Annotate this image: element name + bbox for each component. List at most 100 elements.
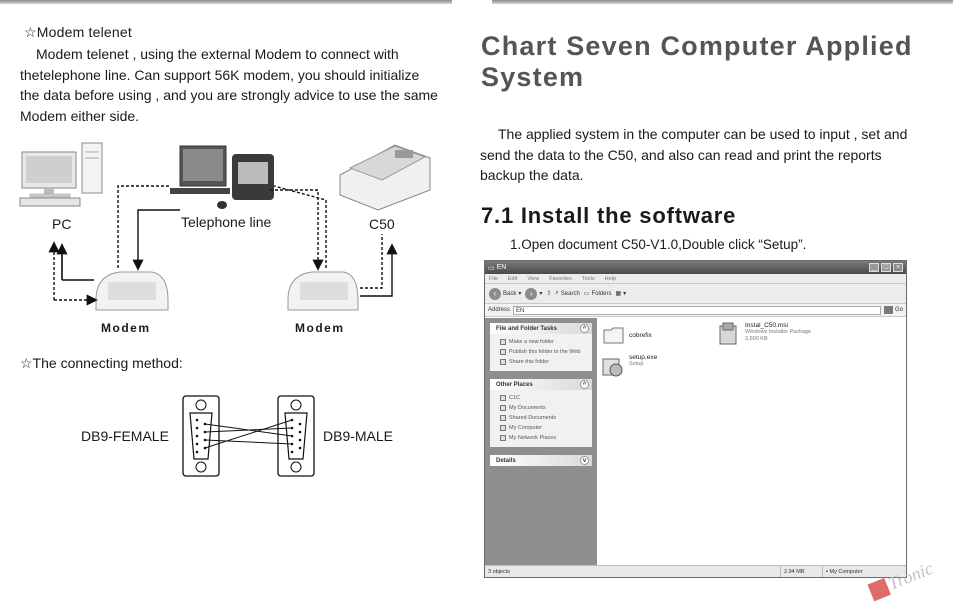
place-item[interactable]: My Documents — [500, 403, 586, 413]
file-item[interactable]: Instal_C50.msi Windows Installer Package… — [717, 322, 811, 346]
db9-male-connector — [277, 395, 315, 477]
task-item[interactable]: Make a new folder — [500, 337, 586, 347]
file-folder-tasks-header[interactable]: File and Folder Tasks ^ — [490, 323, 592, 334]
back-button[interactable]: ‹Back ▾ — [489, 287, 521, 300]
views-icon: ▦ — [615, 291, 622, 297]
folder-icon — [500, 395, 506, 401]
go-button[interactable]: Go — [883, 306, 903, 314]
chapter-title: Chart Seven Computer Applied System — [481, 31, 913, 92]
modem-telenet-paragraph: Modem telenet , using the external Modem… — [20, 46, 438, 124]
explorer-window-screenshot: ▭ EN _ □ × File Edit View Favorites Tool… — [484, 260, 907, 578]
file-item[interactable]: cobrefix — [603, 326, 652, 344]
menu-tools[interactable]: Tools — [581, 275, 595, 282]
folder-icon: ▭ — [488, 264, 497, 272]
c50-label: C50 — [369, 216, 395, 232]
telephone-illustration — [170, 145, 274, 209]
minimize-icon[interactable]: _ — [869, 263, 879, 272]
up-arrow-icon: ⇧ — [546, 291, 552, 297]
place-item[interactable]: Shared Documents — [500, 413, 586, 423]
db9-male-label: DB9-MALE — [323, 428, 394, 444]
pc-illustration — [19, 142, 103, 207]
maximize-icon[interactable]: □ — [881, 263, 891, 272]
modem-right-label: Modem — [295, 321, 345, 335]
folder-icon — [603, 327, 624, 344]
status-object-count: 3 objects — [485, 566, 781, 577]
file-folder-tasks-panel: File and Folder Tasks ^ Make a new folde… — [490, 323, 592, 371]
watermark-text: Tronic — [885, 558, 935, 594]
menu-file[interactable]: File — [489, 275, 498, 282]
modem-right-illustration — [287, 271, 359, 311]
status-location: ▪ My Computer — [826, 568, 863, 575]
computer-icon — [500, 425, 506, 431]
db9-crossover-wires — [204, 419, 293, 449]
other-places-panel: Other Places ^ C1C My Documents Shared D… — [490, 379, 592, 447]
status-size: 2.94 MB — [781, 566, 823, 577]
connecting-method-heading: ☆The connecting method: — [20, 355, 183, 371]
modem-left-illustration — [95, 271, 169, 311]
place-item[interactable]: C1C — [500, 393, 586, 403]
file-item-setup[interactable]: setup.exe Setup — [601, 354, 657, 378]
address-label: Address — [488, 307, 511, 313]
folders-icon: ▭ — [583, 291, 590, 297]
collapse-chevron-icon[interactable]: ^ — [580, 324, 589, 333]
menu-edit[interactable]: Edit — [507, 275, 518, 282]
db9-female-connector — [182, 395, 220, 477]
views-button[interactable]: ▦▾ — [615, 291, 627, 297]
c50-cash-register-illustration — [339, 144, 431, 211]
address-field[interactable]: EN — [513, 305, 881, 315]
menu-view[interactable]: View — [527, 275, 540, 282]
modem-connection-diagram — [19, 142, 431, 477]
right-page-top-rule — [492, 0, 953, 4]
place-item[interactable]: My Computer — [500, 423, 586, 433]
explorer-toolbar: ‹Back ▾ › ▾ ⇧ ⌕Search ▭Folders ▦▾ — [485, 284, 906, 304]
connection-lines — [48, 185, 398, 306]
details-panel: Details v — [490, 455, 592, 466]
up-folder-button[interactable]: ⇧ — [546, 290, 551, 297]
pc-label: PC — [52, 216, 72, 232]
back-arrow-icon: ‹ — [489, 287, 501, 300]
explorer-body: File and Folder Tasks ^ Make a new folde… — [485, 318, 906, 565]
network-icon — [500, 435, 506, 441]
applied-system-paragraph: The applied system in the computer can b… — [480, 126, 908, 183]
forward-button[interactable]: › ▾ — [525, 287, 542, 300]
telephone-line-label: Telephone line — [181, 214, 272, 230]
file-list: cobrefix Instal_C50.msi Windows Installe… — [597, 318, 906, 565]
brand-logo-box — [867, 577, 891, 602]
section-title: 7.1 Install the software — [481, 203, 737, 228]
task-pane: File and Folder Tasks ^ Make a new folde… — [485, 318, 597, 565]
explorer-title: EN — [496, 264, 507, 271]
collapse-chevron-icon[interactable]: ^ — [580, 380, 589, 389]
menu-help[interactable]: Help — [604, 275, 616, 282]
close-icon[interactable]: × — [893, 263, 903, 272]
menu-favorites[interactable]: Favorites — [549, 275, 572, 282]
db9-female-label: DB9-FEMALE — [81, 428, 169, 444]
explorer-title-bar: ▭ EN _ □ × — [485, 261, 906, 274]
explorer-status-bar: 3 objects 2.94 MB ▪ My Computer — [485, 565, 906, 577]
modem-telenet-heading: ☆Modem telenet — [24, 24, 132, 40]
task-item[interactable]: Share this folder — [500, 357, 586, 367]
search-button[interactable]: ⌕Search — [555, 290, 580, 297]
address-bar: Address EN Go — [485, 304, 906, 317]
folders-button[interactable]: ▭Folders — [583, 290, 612, 298]
brand-watermark: Tronic — [867, 558, 936, 602]
documents-icon — [500, 405, 506, 411]
forward-arrow-icon: › — [525, 287, 538, 300]
explorer-menu-bar: File Edit View Favorites Tools Help — [485, 274, 906, 284]
computer-icon: ▪ — [826, 568, 830, 575]
shared-documents-icon — [500, 415, 506, 421]
search-icon: ⌕ — [555, 290, 559, 296]
details-header[interactable]: Details v — [490, 455, 592, 466]
modem-left-label: Modem — [101, 321, 151, 335]
place-item[interactable]: My Network Places — [500, 433, 586, 443]
share-folder-icon — [500, 359, 506, 365]
installer-package-icon — [719, 322, 737, 345]
task-item[interactable]: Publish this folder to the Web — [500, 347, 586, 357]
expand-chevron-icon[interactable]: v — [580, 456, 589, 465]
setup-exe-icon — [602, 358, 623, 377]
new-folder-icon — [500, 339, 506, 345]
left-page-top-rule — [0, 0, 452, 4]
other-places-header[interactable]: Other Places ^ — [490, 379, 592, 390]
publish-web-icon — [500, 349, 506, 355]
step-1-text: 1.Open document C50-V1.0,Double click “S… — [510, 237, 807, 252]
go-arrow-icon — [883, 306, 893, 314]
